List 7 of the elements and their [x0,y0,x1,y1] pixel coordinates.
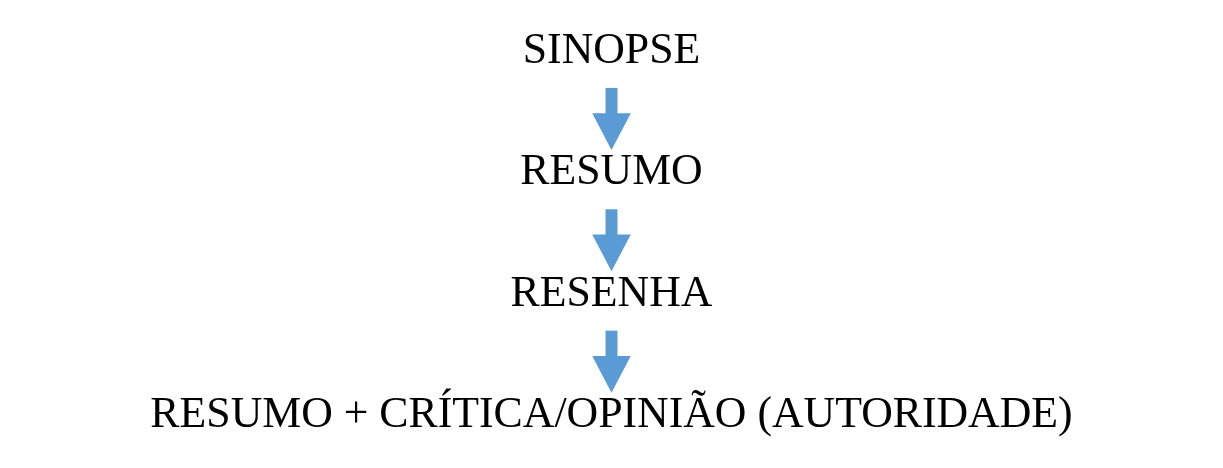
arrow [592,209,631,272]
arrow [592,87,631,150]
node-text: SINOPSE [522,24,701,73]
arrow [592,330,631,393]
node-text: RESUMO [520,145,703,194]
node-text: RESENHA [510,266,713,315]
node-text: RESUMO + CRÍTICA/OPINIÃO (AUTORIDADE) [150,388,1073,437]
